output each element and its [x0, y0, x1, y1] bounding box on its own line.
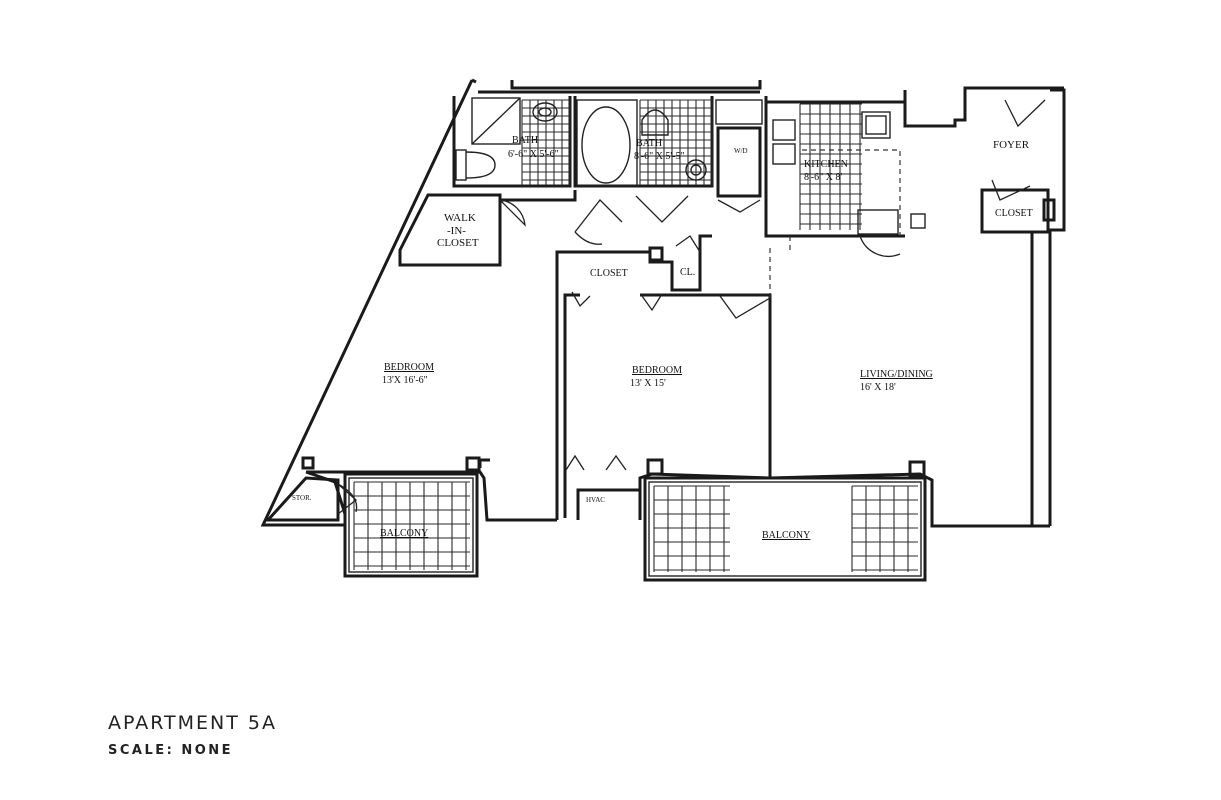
stor-label: STOR. [292, 494, 312, 502]
walk-in-line1: WALK [444, 212, 476, 224]
bedroom2-name: BEDROOM [632, 365, 682, 376]
apartment-title: APARTMENT 5A [108, 712, 278, 734]
interior-walls [398, 96, 1050, 520]
bath2-name: BATH [636, 138, 662, 149]
bedroom1-dims: 13'X 16'-6" [382, 375, 428, 386]
foyer-closet-label: CLOSET [995, 208, 1033, 219]
walk-in-line2: -IN- [447, 225, 466, 237]
exterior-walls [260, 78, 1066, 528]
doors [337, 99, 1046, 515]
balcony1-label: BALCONY [380, 528, 428, 539]
kitchen-dims: 8'-6" X 8' [804, 172, 842, 183]
cl-label: CL. [680, 267, 695, 278]
living-dims: 16' X 18' [860, 382, 896, 393]
scale-note: SCALE: NONE [108, 743, 234, 758]
balcony-right [643, 476, 927, 582]
balcony2-label: BALCONY [762, 530, 810, 541]
wd-label: W/D [734, 147, 748, 155]
foyer-label: FOYER [993, 139, 1030, 151]
bath1-dims: 6'-6" X 5'-6" [508, 149, 559, 160]
hvac-label: HVAC [586, 496, 605, 504]
tile-grids [353, 99, 918, 572]
room-labels: BATH 6'-6" X 5'-6" BATH 8'-6" X 5'-5" W/… [292, 135, 1033, 541]
fixtures [301, 97, 1056, 478]
balcony-left [343, 472, 479, 578]
living-name: LIVING/DINING [860, 369, 933, 380]
walk-in-line3: CLOSET [437, 237, 479, 249]
bedroom1-name: BEDROOM [384, 362, 434, 373]
bath1-name: BATH [512, 135, 538, 146]
bedroom2-dims: 13' X 15' [630, 378, 666, 389]
bath2-dims: 8'-6" X 5'-5" [634, 151, 685, 162]
kitchen-name: KITCHEN [804, 159, 848, 170]
closet-label: CLOSET [590, 268, 628, 279]
